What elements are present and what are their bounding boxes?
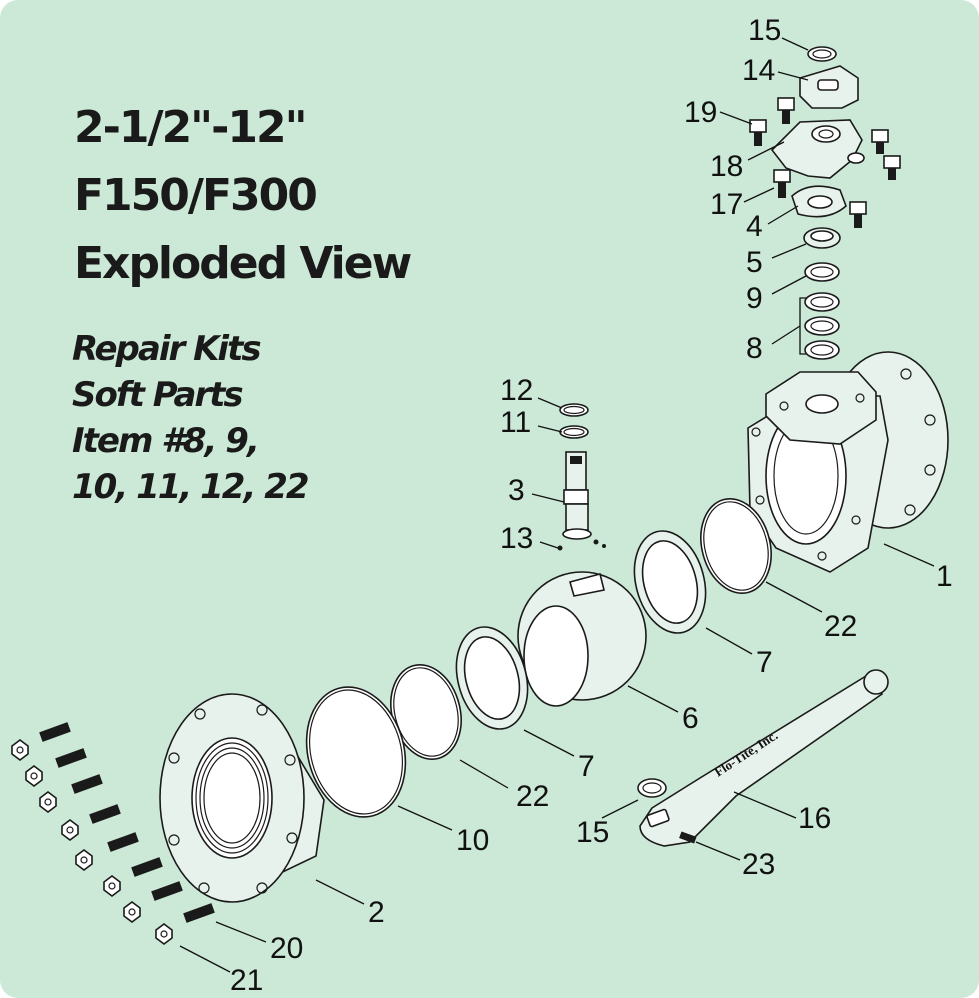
stud-2 [55, 748, 87, 768]
callout-3-stem: 3 [508, 474, 525, 507]
callout-2-end-connector: 2 [368, 896, 385, 929]
title-line-view: Exploded View [74, 238, 412, 289]
valve-body [747, 351, 949, 573]
repair-kits-note: Repair Kits Soft Parts Item #8, 9, 10, 1… [72, 326, 310, 510]
end-connector [159, 693, 325, 903]
callout-7-seat-right: 7 [756, 646, 773, 679]
stem-o-ring-12 [559, 403, 589, 417]
callout-11-o-ring: 11 [500, 406, 531, 439]
bolt-17-right [849, 201, 867, 228]
set-screw [679, 831, 697, 844]
bolt-left-lower [749, 119, 767, 146]
kits-line-1: Repair Kits [72, 329, 262, 369]
nut-7 [123, 901, 141, 923]
kits-line-2: Soft Parts [72, 375, 244, 415]
stop-plate [799, 65, 859, 109]
callout-13-anti-static: 13 [500, 522, 533, 555]
stem-packing-9 [804, 262, 840, 282]
gland [803, 227, 841, 249]
stem [562, 451, 592, 540]
bolt-right-lower [883, 155, 901, 180]
snap-ring-top [807, 46, 837, 62]
body-seal-22-right [700, 498, 772, 594]
callout-19-bolts: 19 [684, 96, 717, 129]
kits-line-3: Item #8, 9, [72, 421, 260, 461]
callout-7-seat-left: 7 [578, 750, 595, 783]
stud-3 [71, 774, 103, 794]
seat-7-right [633, 530, 707, 634]
handle: Flo-Tite, Inc. [639, 669, 889, 847]
stud-5 [107, 832, 139, 852]
gasket-10 [305, 686, 407, 818]
studs-and-nuts [11, 722, 215, 945]
callout-15-snap-ring: 15 [748, 14, 781, 47]
handle-snap-ring [637, 778, 667, 798]
callout-14-stop-plate: 14 [742, 54, 775, 87]
callout-22-seal-right: 22 [824, 610, 857, 643]
nut-5 [75, 849, 93, 871]
nut-1 [11, 739, 29, 761]
stud-8 [183, 903, 215, 923]
callout-6-ball: 6 [682, 702, 699, 735]
callout-labels: 15 14 19 18 17 4 5 9 8 12 11 3 13 1 22 7… [230, 14, 953, 997]
callout-18-bracket: 18 [710, 150, 743, 183]
gland-plate [791, 185, 847, 218]
callout-17-bolts: 17 [710, 188, 743, 221]
bolt-right-upper [871, 129, 889, 154]
diagram-title: 2-1/2"-12" F150/F300 Exploded View [74, 94, 412, 298]
callout-16-handle: 16 [798, 802, 831, 835]
bolt-17-left [773, 169, 791, 198]
callout-23-set-screw: 23 [742, 848, 775, 881]
bolt-left-upper [777, 97, 795, 124]
packing-rings-8 [799, 292, 840, 360]
kits-line-4: 10, 11, 12, 22 [72, 467, 310, 507]
callout-8-packing-rings: 8 [746, 332, 763, 365]
seat-7-left [455, 626, 529, 730]
title-line-class: F150/F300 [74, 170, 318, 221]
stud-4 [89, 804, 121, 824]
callout-10-gasket: 10 [456, 824, 489, 857]
leader-lines [179, 37, 935, 973]
callout-5-gland: 5 [746, 246, 763, 279]
stem-o-ring-11 [559, 425, 589, 439]
callout-4-gland-plate: 4 [746, 210, 763, 243]
body-seal-22-left [390, 664, 462, 760]
callout-21-nuts: 21 [230, 964, 263, 997]
callout-22-seal-left: 22 [516, 780, 549, 813]
title-line-size: 2-1/2"-12" [74, 102, 308, 153]
nut-8 [155, 923, 173, 945]
stud-7 [151, 881, 183, 901]
nut-3 [39, 791, 57, 813]
nut-6 [103, 875, 121, 897]
callout-12-o-ring: 12 [500, 374, 533, 407]
callout-9-packing: 9 [746, 282, 763, 315]
nut-4 [61, 819, 79, 841]
nut-2 [25, 765, 43, 787]
stud-6 [131, 857, 163, 877]
mounting-bracket [770, 119, 865, 179]
stud-1 [39, 722, 71, 742]
callout-1-body: 1 [936, 560, 953, 593]
anti-static-parts-13 [557, 539, 606, 551]
callout-20-studs: 20 [270, 932, 303, 965]
ball [517, 571, 647, 707]
callout-15-handle-ring: 15 [576, 816, 609, 849]
